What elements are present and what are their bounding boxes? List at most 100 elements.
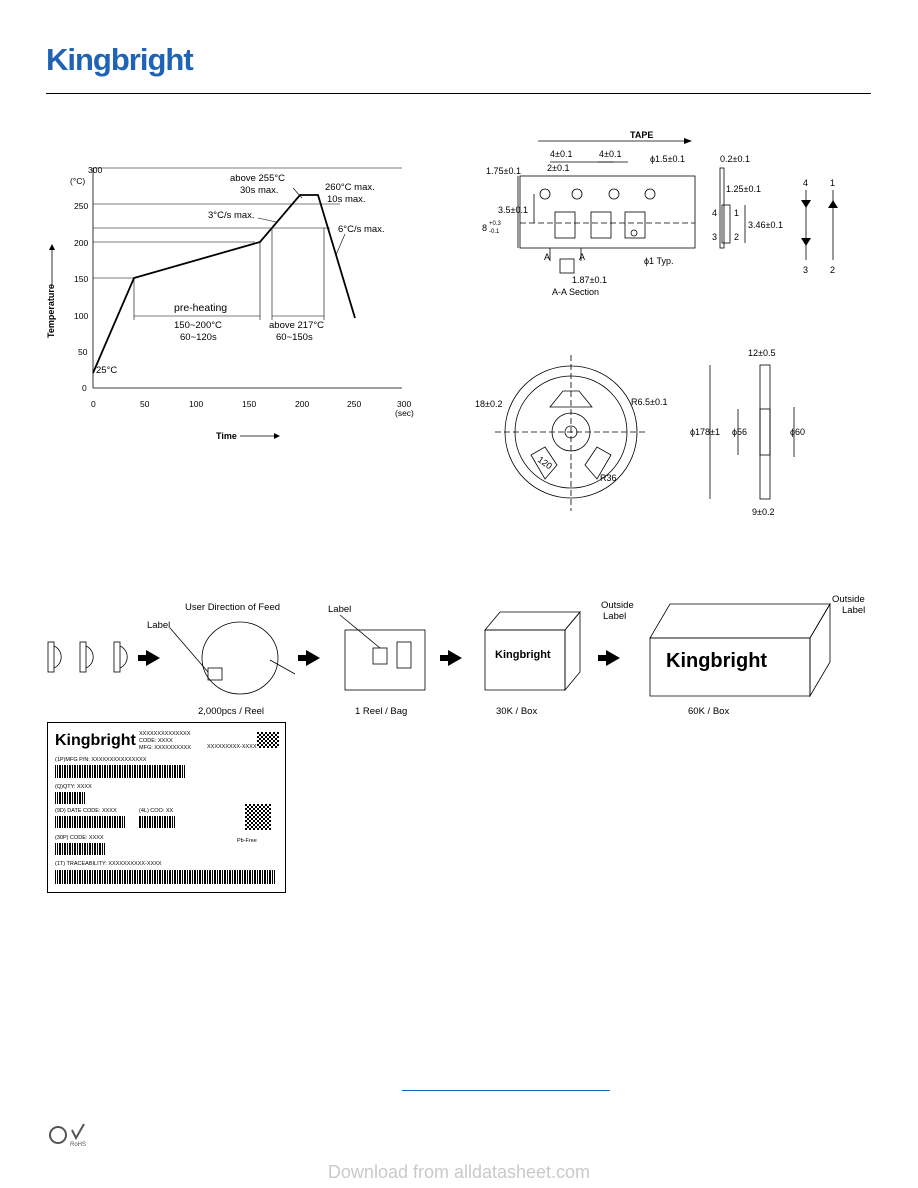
y-tick-0: 0: [82, 383, 87, 393]
box60-side: [809, 602, 831, 698]
pin-4: 4: [712, 208, 717, 218]
label-side: XXXXXXXXX-XXXX: [207, 744, 257, 750]
label2-text: Label: [328, 604, 351, 615]
ann-6cs: 6°C/s max.: [338, 224, 385, 235]
sch-pin-4: 4: [803, 178, 808, 188]
sprocket-hole: [644, 188, 656, 200]
label-code: (30P) CODE: XXXX: [55, 835, 104, 841]
dim-346-text: 3.46±0.1: [748, 220, 783, 230]
label-top1: XXXXXXXXXXXXXX: [139, 731, 191, 737]
ann-30s: 30s max.: [240, 185, 279, 196]
bag-leader: [339, 614, 381, 649]
x-axis-label: Time: [216, 431, 237, 441]
reel-side-view: 12±0.5 ϕ178±1 ϕ56 ϕ60 9±0.2: [690, 348, 805, 517]
check-icon: [71, 1123, 85, 1141]
bag-text: 1 Reel / Bag: [355, 706, 407, 717]
dim-35-text: 3.5±0.1: [498, 205, 528, 215]
tape-title: TAPE: [630, 130, 653, 140]
sch-pin-1: 1: [830, 178, 835, 188]
label-top2: CODE: XXXX: [139, 738, 173, 744]
led-part: [113, 641, 121, 673]
dim-178-text: ϕ178±1: [690, 427, 720, 437]
bag-window: [396, 641, 412, 669]
dim-r36-text: R36: [600, 473, 617, 483]
reel-pack: [201, 621, 279, 695]
ann-above217: above 217°C: [269, 320, 324, 331]
rohs-text: RoHS: [70, 1142, 86, 1148]
flow-arrow: [138, 650, 160, 666]
y-tick-300: 300: [88, 165, 102, 175]
reflow-profile-chart: 300 (°C) 250 200 150 100 50 0 0 50 100 1…: [46, 165, 414, 441]
ann-60120: 60~120s: [180, 332, 217, 343]
diode-symbol: [801, 238, 811, 246]
dim-r65-text: R6.5±0.1: [631, 397, 667, 407]
reel-front-view: 18±0.2 R6.5±0.1 120 R36: [475, 355, 667, 511]
bag-label: [372, 647, 388, 665]
box30-logo: Kingbright: [495, 649, 551, 661]
label-logo: Kingbright: [55, 732, 137, 749]
dim-8-tol-up: +0.3: [489, 221, 502, 227]
reel-side-body: [759, 364, 771, 500]
x-unit: (sec): [395, 408, 414, 418]
y-tick-200: 200: [74, 238, 88, 248]
side-profile: [719, 167, 725, 249]
diode-symbol: [828, 200, 838, 208]
pocket: [554, 211, 576, 239]
header-rule: [46, 93, 871, 94]
outside2b-text: Label: [842, 605, 865, 616]
diode-symbol: [801, 200, 811, 208]
reel-qty-text: 2,000pcs / Reel: [198, 706, 264, 717]
watermark: Download from alldatasheet.com: [327, 1162, 591, 1182]
bag: [344, 629, 426, 691]
label-top3: MFG: XXXXXXXXXX: [139, 745, 191, 751]
barcode-coo: [139, 816, 175, 828]
led-part: [53, 645, 62, 669]
x-tick-300: 300: [397, 399, 411, 409]
ann-150200: 150~200°C: [174, 320, 222, 331]
reel-window: [549, 390, 593, 408]
section-profile: [559, 258, 575, 274]
a-right-text: A: [579, 252, 585, 262]
reel-side-hub: [759, 408, 771, 456]
box30-text: 30K / Box: [496, 706, 537, 717]
flow-arrow: [440, 650, 462, 666]
led-part: [85, 645, 94, 669]
packing-flow: User Direction of Feed Label Label Outsi…: [47, 594, 865, 717]
dim-phi15-text: ϕ1.5±0.1: [650, 154, 685, 164]
led-part: [79, 641, 87, 673]
ann-10s: 10s max.: [327, 194, 366, 205]
a-left-text: A: [544, 252, 550, 262]
x-tick-150: 150: [242, 399, 256, 409]
box60-logo: Kingbright: [666, 650, 767, 672]
dim-18-text: 18±0.2: [475, 399, 502, 409]
dim-9-text: 9±0.2: [752, 507, 774, 517]
box60-top: [649, 603, 831, 639]
dim-02-text: 0.2±0.1: [720, 154, 750, 164]
pocket: [590, 211, 612, 239]
x-arrowhead: [274, 433, 280, 439]
dim-2-text: 2±0.1: [547, 163, 569, 173]
footer-link-rule[interactable]: [402, 1090, 610, 1091]
outside2a-text: Outside: [832, 594, 865, 605]
flow-arrow: [598, 650, 620, 666]
y-tick-50: 50: [78, 347, 88, 357]
outside1a-text: Outside: [601, 600, 634, 611]
x-tick-200: 200: [295, 399, 309, 409]
reel-label: [207, 667, 223, 681]
leader-6cs: [335, 233, 346, 256]
barcode-pn: [55, 765, 185, 778]
side-led: [721, 204, 731, 244]
dim-60-text: ϕ60: [790, 427, 805, 437]
tape-feed: [269, 659, 296, 675]
feed-text: User Direction of Feed: [185, 602, 280, 613]
label1-text: Label: [147, 620, 170, 631]
label-qty: (Q)QTY: XXXX: [55, 784, 92, 790]
y-tick-250: 250: [74, 201, 88, 211]
dim-8-tol-dn: -0.1: [489, 229, 500, 235]
y-tick-100: 100: [74, 311, 88, 321]
dim-4b-text: 4±0.1: [599, 149, 621, 159]
ann-3cs: 3°C/s max.: [208, 210, 255, 221]
y-unit: (°C): [70, 176, 85, 186]
dim-125-text: 1.25±0.1: [726, 184, 761, 194]
tape-arrowhead: [684, 138, 692, 144]
